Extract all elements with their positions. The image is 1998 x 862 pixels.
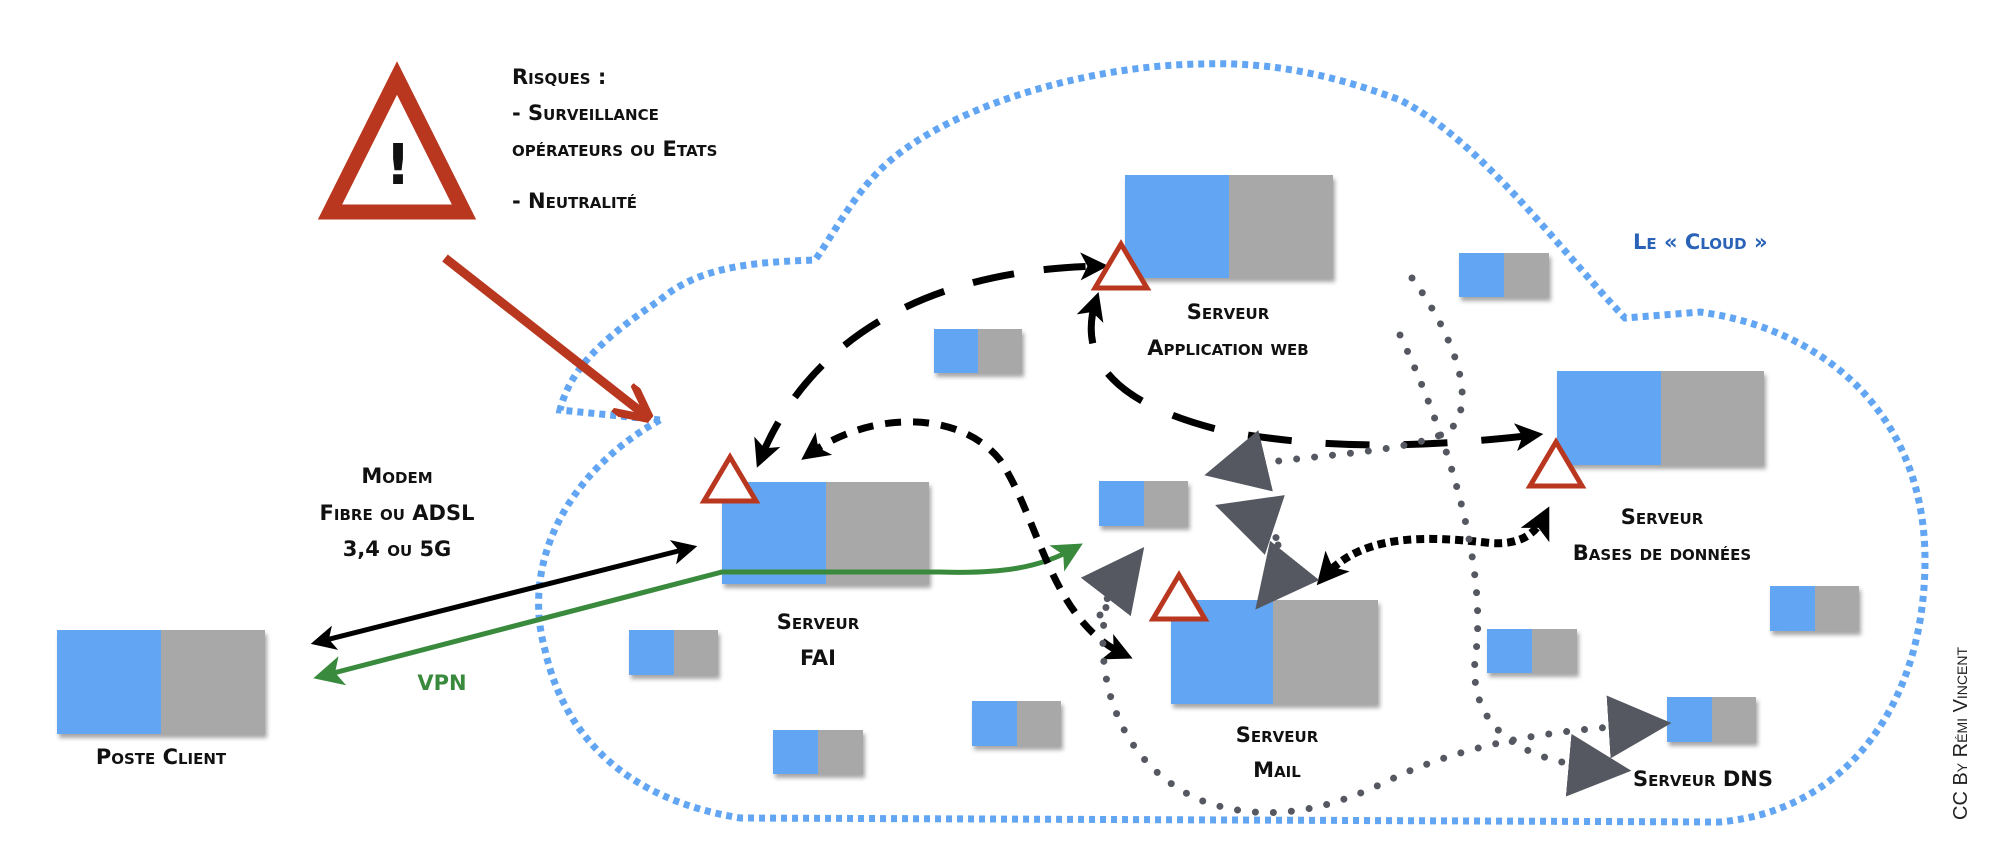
- screen-panel: [629, 630, 674, 675]
- fai-warning-icon: [699, 452, 761, 504]
- fai-label-line1: Serveur: [777, 610, 860, 634]
- risk-item: - Surveillance: [512, 101, 659, 125]
- screen-panel: [1557, 371, 1661, 465]
- screen-panel: [972, 701, 1017, 746]
- dns-path-mail-loop-2: [1255, 540, 1320, 610]
- generic-server: [1099, 481, 1188, 526]
- modem-label: Modem: [361, 464, 432, 488]
- fai-webapp-dashed-arrow: [754, 252, 1109, 468]
- cloud-outline: [535, 60, 1929, 826]
- case-panel: [1273, 600, 1378, 704]
- risks-block: Risques : - Surveillance opérateurs ou E…: [512, 65, 717, 213]
- risks-title: Risques :: [512, 65, 606, 89]
- database-warning-icon: [1525, 437, 1587, 489]
- cloud-label: Le « Cloud »: [1633, 230, 1768, 254]
- risk-item: - Neutralité: [512, 189, 637, 213]
- mail-warning-icon: [1148, 570, 1210, 622]
- dns-path-webapp: [1204, 274, 1466, 492]
- generic-server: [629, 630, 718, 675]
- mobile-label: 3,4 ou 5G: [343, 537, 452, 561]
- case-panel: [1815, 586, 1859, 631]
- case-panel: [1661, 371, 1764, 465]
- generic-server: [1459, 253, 1549, 297]
- database-label-line2: Bases de données: [1573, 541, 1751, 565]
- webapp-server: [1125, 175, 1333, 278]
- screen-panel: [934, 329, 978, 373]
- mail-database-dotted-arrow: [1316, 506, 1550, 586]
- dns-path-mail-loop: [1215, 495, 1285, 559]
- screen-panel: [1667, 697, 1712, 742]
- generic-server: [773, 730, 863, 774]
- generic-server: [1770, 586, 1859, 631]
- dns-label: Serveur DNS: [1633, 767, 1773, 791]
- case-panel: [818, 730, 863, 774]
- dns-path-webapp-2: [1396, 331, 1632, 797]
- connection-labels: Modem Fibre ou ADSL 3,4 ou 5G VPN: [320, 464, 475, 695]
- client-label: Poste Client: [96, 745, 227, 769]
- webapp-database-dashed-arrow: [1076, 291, 1544, 452]
- case-panel: [1532, 629, 1577, 673]
- webapp-label-line2: Application web: [1147, 336, 1309, 360]
- screen-panel: [773, 730, 818, 774]
- link-type-label: Fibre ou ADSL: [320, 501, 475, 525]
- screen-panel: [1487, 629, 1532, 673]
- screen-panel: [57, 630, 161, 734]
- case-panel: [1017, 701, 1061, 746]
- dns-server: [1667, 697, 1756, 742]
- dns-path-mail-left: [1099, 586, 1672, 816]
- case-panel: [1712, 697, 1756, 742]
- exclamation-icon: !: [385, 133, 411, 198]
- generic-server: [1487, 629, 1577, 673]
- mail-label-line2: Mail: [1253, 758, 1301, 782]
- webapp-label-line1: Serveur: [1187, 300, 1270, 324]
- screen-panel: [1459, 253, 1504, 297]
- fai-label-line2: FAI: [800, 646, 836, 670]
- generic-server: [934, 329, 1022, 373]
- case-panel: [826, 482, 929, 584]
- database-server: [1557, 371, 1764, 465]
- client-computer: [57, 630, 265, 734]
- case-panel: [161, 630, 265, 734]
- fai-mail-dashed-arrow: [801, 418, 1133, 660]
- case-panel: [1504, 253, 1549, 297]
- case-panel: [674, 630, 718, 675]
- vpn-label: VPN: [417, 671, 466, 695]
- case-panel: [1229, 175, 1333, 278]
- database-label-line1: Serveur: [1621, 505, 1704, 529]
- generic-server: [972, 701, 1061, 746]
- screen-panel: [1770, 586, 1815, 631]
- webapp-warning-icon: [1090, 239, 1152, 291]
- screen-panel: [1125, 175, 1229, 278]
- screen-panel: [1099, 481, 1144, 526]
- risk-item: opérateurs ou Etats: [512, 137, 717, 161]
- mail-label-line1: Serveur: [1236, 723, 1319, 747]
- case-panel: [1144, 481, 1188, 526]
- risk-pointer-arrow: [442, 254, 645, 415]
- case-panel: [978, 329, 1022, 373]
- warning-triangle-icon: !: [317, 61, 477, 220]
- dns-query-paths: [1080, 274, 1672, 816]
- credit-label: CC By Rémi Vincent: [1950, 647, 1972, 820]
